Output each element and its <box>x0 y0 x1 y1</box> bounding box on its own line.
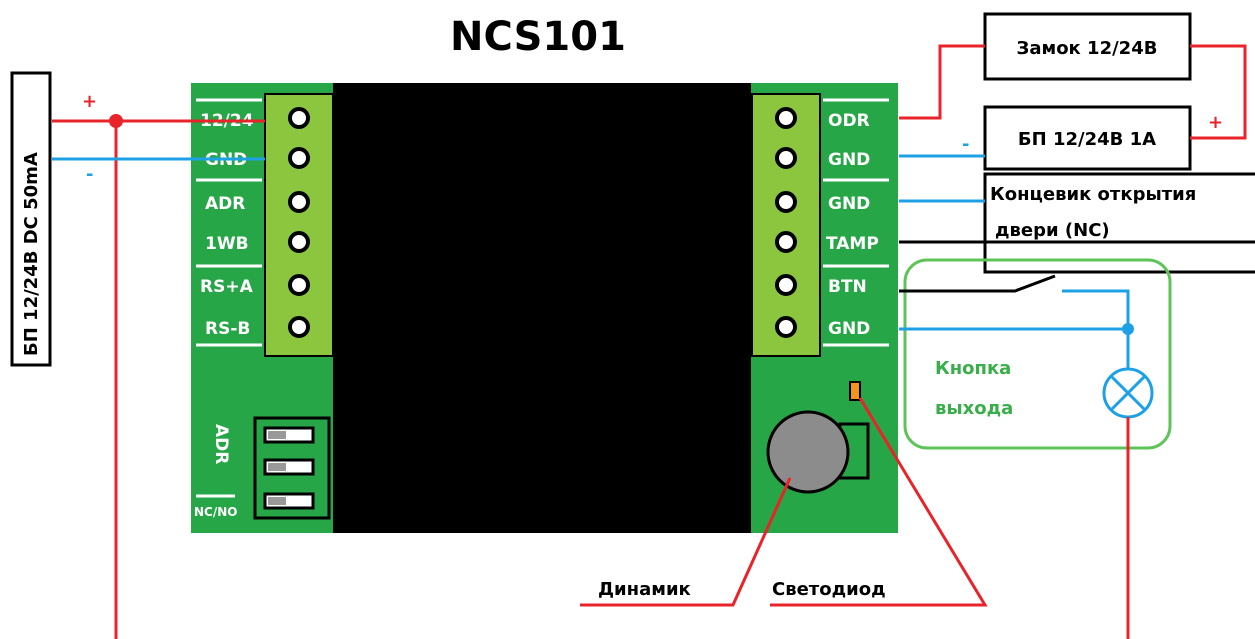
terminal-label-odr: ODR <box>828 111 870 131</box>
terminal-label-1wb: 1WB <box>205 234 249 254</box>
right-terminal-screws <box>775 107 797 338</box>
right-terminal-block <box>751 93 821 357</box>
terminal-label-adr: ADR <box>205 194 245 214</box>
terminal-screw <box>775 316 797 338</box>
led-label: Светодиод <box>772 579 886 600</box>
lamp-icon <box>1102 367 1154 419</box>
terminal-label-gnd: GND <box>828 150 870 170</box>
jumper-pins <box>263 426 315 510</box>
terminal-screw <box>288 231 310 253</box>
left-plus-sign: + <box>82 91 97 112</box>
lock-label: Замок 12/24В <box>1017 38 1158 59</box>
jumper-label-nc-no: NC/NO <box>194 505 237 519</box>
lock-box <box>983 12 1192 81</box>
terminal-screw <box>775 231 797 253</box>
terminal-label-btn: BTN <box>828 277 867 297</box>
right-power-supply-label: БП 12/24В 1А <box>1018 129 1156 150</box>
junction-dot <box>109 114 123 128</box>
right-plus-sign: + <box>1208 112 1223 133</box>
left-power-supply-box <box>10 71 52 367</box>
terminal-screw <box>288 147 310 169</box>
exit-button-label-line1: Кнопка <box>935 358 1011 379</box>
jumper-label-adr: ADR <box>211 424 231 464</box>
terminal-screw <box>288 316 310 338</box>
terminal-screw <box>288 191 310 213</box>
right-minus-sign: - <box>962 134 969 155</box>
exit-button-label-line2: выхода <box>935 398 1013 419</box>
terminal-screw <box>288 107 310 129</box>
left-terminal-screws <box>288 107 310 338</box>
right-label-dividers <box>823 98 889 347</box>
terminal-screw <box>775 274 797 296</box>
jumper-block <box>253 416 331 520</box>
speaker <box>766 410 870 494</box>
terminal-screw <box>288 274 310 296</box>
terminal-label-tamp: TAMP <box>826 234 879 254</box>
led <box>849 381 861 401</box>
door-switch-label-line1: Концевик открытия <box>990 184 1196 205</box>
door-switch-label-line2: двери (NC) <box>995 220 1110 241</box>
diagram-title: NCS101 <box>450 14 626 60</box>
exit-button-enclosure <box>903 258 1172 450</box>
speaker-label: Динамик <box>598 579 691 600</box>
terminal-label-rs-b: RS-B <box>205 319 250 339</box>
terminal-label-gnd: GND <box>828 319 870 339</box>
terminal-label-gnd: GND <box>828 194 870 214</box>
terminal-screw <box>775 107 797 129</box>
terminal-screw <box>775 147 797 169</box>
left-terminal-block <box>264 93 334 357</box>
door-switch-box <box>983 172 1255 274</box>
left-power-supply-label: БП 12/24В DC 50mA <box>21 152 42 356</box>
central-module <box>333 83 751 533</box>
left-minus-sign: - <box>86 164 93 185</box>
terminal-label-rs-a: RS+A <box>200 277 254 297</box>
terminal-screw <box>775 191 797 213</box>
left-label-dividers <box>196 98 262 347</box>
